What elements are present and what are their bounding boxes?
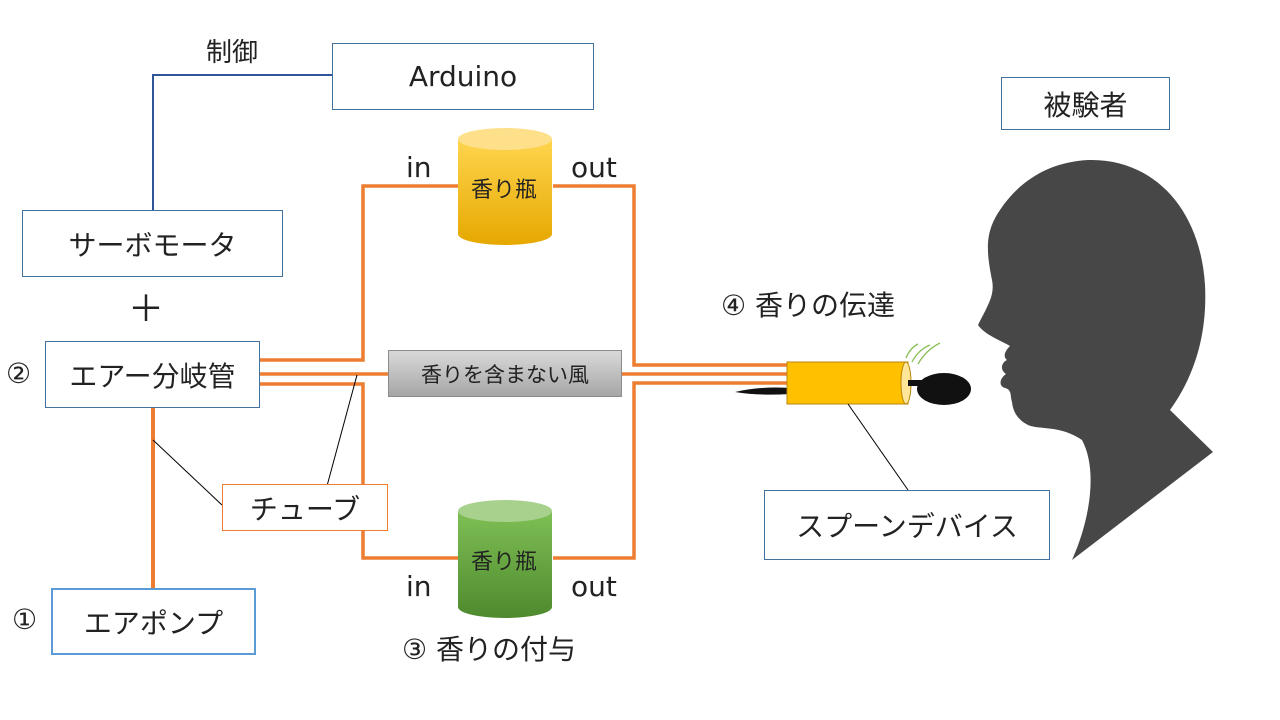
- subject-label: 被験者: [1043, 88, 1128, 122]
- air-manifold-label: エアー分岐管: [69, 359, 236, 393]
- in-label-bottom: in: [406, 570, 432, 603]
- plus-sign: ＋: [128, 289, 165, 330]
- tube-callout-line: [326, 374, 358, 487]
- scent-bottle-bottom: [458, 500, 552, 618]
- arduino-box: Arduino: [332, 43, 594, 110]
- scent-add-caption: ③ 香りの付与: [402, 633, 577, 666]
- lower-tube-out: [553, 381, 788, 560]
- upper-tube-out: [553, 184, 788, 367]
- upper-tube: [260, 184, 460, 362]
- spoon-device-label: スプーンデバイス: [796, 510, 1018, 543]
- lower-tube: [260, 382, 460, 560]
- in-label-top: in: [406, 151, 432, 184]
- servo-motor-label: サーボモータ: [68, 228, 237, 262]
- unscented-wind-box: 香りを含まない風: [388, 350, 622, 397]
- arduino-label: Arduino: [408, 60, 518, 93]
- spoon-device-graphic: [735, 342, 971, 405]
- air-pump-label: エアポンプ: [83, 606, 224, 640]
- spoon-device-box: スプーンデバイス: [764, 490, 1050, 560]
- scent-delivery-caption: ④ 香りの伝達: [721, 289, 896, 322]
- unscented-wind-label: 香りを含まない風: [421, 362, 589, 387]
- manifold-number: ②: [6, 357, 32, 390]
- control-label: 制御: [206, 38, 259, 68]
- out-label-bottom: out: [571, 570, 617, 603]
- tube-label: チューブ: [249, 492, 361, 526]
- scent-bottle-top-label: 香り瓶: [471, 178, 538, 203]
- tube-callout-line: [152, 439, 223, 506]
- subject-head-silhouette: [978, 159, 1213, 560]
- tube-label-box: チューブ: [222, 484, 388, 531]
- subject-box: 被験者: [1001, 77, 1170, 130]
- scent-bottle-bottom-label: 香り瓶: [471, 550, 538, 575]
- spoon-callout-line: [847, 403, 909, 491]
- out-label-top: out: [571, 151, 617, 184]
- control-wire: [152, 74, 332, 211]
- scent-bottle-top: [458, 128, 552, 245]
- air-manifold-box: エアー分岐管: [45, 341, 260, 408]
- servo-motor-box: サーボモータ: [22, 210, 283, 277]
- pump-number: ①: [12, 603, 38, 636]
- air-pump-box: エアポンプ: [51, 588, 256, 655]
